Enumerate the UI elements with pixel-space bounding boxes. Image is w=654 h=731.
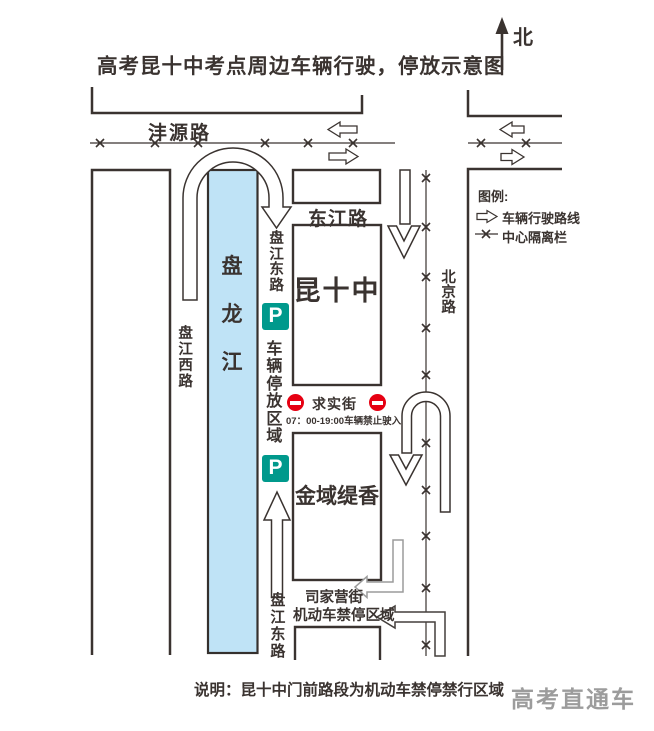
footer-note: 说明：昆十中门前路段为机动车禁停禁行区域 [194, 682, 505, 699]
north-label: 北 [513, 27, 533, 49]
road-label-panjiang-east-upper: 盘江东路 [269, 231, 284, 294]
block-west-of-panjiang-west-road [90, 168, 172, 655]
building-label-residence: 金域缇香 [295, 485, 379, 508]
building-label-school: 昆十中 [293, 276, 381, 306]
road-label-panjiang-west: 盘江西路 [178, 326, 193, 390]
no-stop-zone-label: 机动车禁停区域 [293, 608, 395, 624]
building-residence [291, 431, 383, 582]
legend-median-barrier-icon [475, 229, 498, 239]
parking-icon: P [262, 455, 289, 482]
block-north-of-fengyuan [90, 87, 364, 115]
road-label-panjiang-east-lower: 盘江东路 [270, 592, 286, 660]
median-barrier-x-marks [95, 138, 531, 650]
parking-zone-label: 车辆停放区域 [266, 341, 283, 446]
page-title: 高考昆十中考点周边车辆行驶，停放示意图 [97, 55, 506, 78]
elbow-arrow-sijiaying [353, 539, 404, 600]
building-north-of-dongjiang [291, 168, 382, 205]
no-entry-icon [287, 394, 304, 411]
watermark: 高考直通车 [511, 686, 636, 712]
building-south-of-sijiaying [293, 625, 382, 660]
flow-arrow-west-top-right [498, 120, 525, 139]
block-northeast [466, 90, 562, 118]
flow-arrow-east-fengyuan [328, 147, 360, 166]
legend-barrier-label: 中心隔离栏 [502, 230, 568, 245]
legend-route-arrow-icon [476, 209, 499, 224]
flow-arrow-west-fengyuan [326, 120, 358, 139]
road-label-sijiaying: 司家营街 [305, 590, 363, 606]
road-label-fengyuan: 沣源路 [148, 123, 212, 144]
road-label-beijing: 北京路 [441, 270, 456, 317]
uturn-arrow-river-top [182, 147, 293, 301]
flow-arrow-east-top-right [500, 148, 526, 166]
river-label: 盘龙江 [221, 255, 243, 374]
parking-icon: P [262, 303, 289, 330]
elbow-arrow-no-stop-street [375, 604, 446, 657]
down-arrow-beijing-north [386, 169, 422, 260]
block-east-of-beijing-road [466, 167, 562, 656]
legend-heading: 图例: [478, 189, 509, 204]
uturn-arrow-beijing [388, 391, 451, 513]
no-entry-icon [369, 394, 386, 411]
legend-route-label: 车辆行驶路线 [502, 211, 581, 226]
road-label-dongjiang: 东江路 [308, 209, 369, 230]
building-school [291, 223, 383, 387]
up-arrow-panjiang-east [262, 490, 292, 598]
road-label-qiushi: 求实街 [312, 396, 357, 412]
north-arrow-icon [495, 17, 509, 70]
time-restriction-note: 07：00-19:00车辆禁止驶入 [286, 416, 402, 427]
panlong-river [206, 168, 259, 655]
